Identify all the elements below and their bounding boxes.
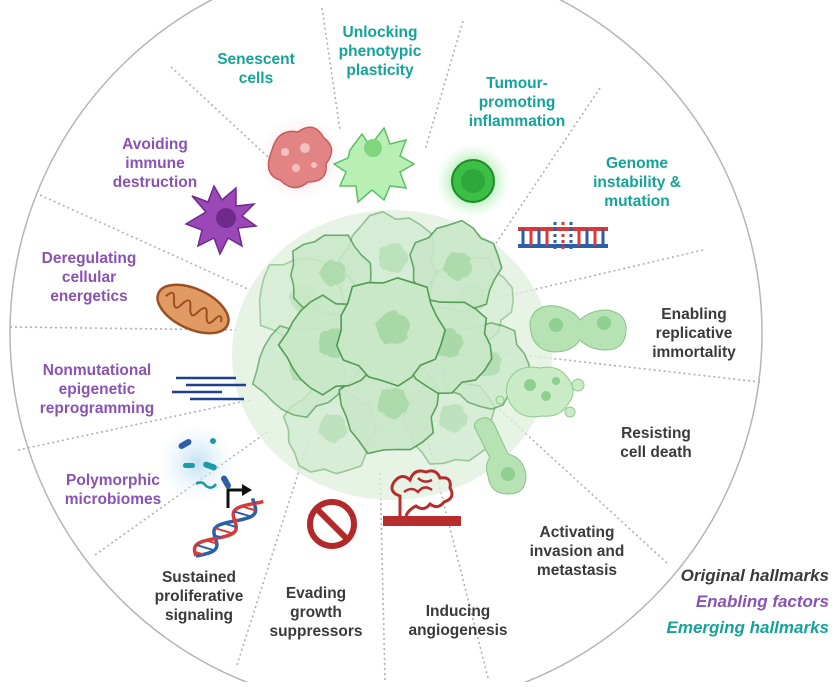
mitochondrion-icon [156,283,230,335]
helix-rung [205,539,218,545]
legend-emerging: Emerging hallmarks [666,618,829,637]
sector-divider [321,7,341,131]
dna-arrow-icon [192,484,264,558]
dna-mutation-icon [518,222,608,252]
dividing-cell-icon [529,305,627,353]
plastic-cell-icon [332,126,416,204]
cell-nucleus [439,403,468,433]
blood-vessel-icon [383,469,461,526]
cell-nucleus [378,243,408,273]
sector-divider [477,87,601,271]
glowing-cell-icon [435,143,511,219]
apoptotic-cell-icon [495,366,585,418]
legend-enabling: Enabling factors [695,592,829,611]
cell-nucleus [443,251,473,281]
cell-nucleus [318,259,346,287]
cell-nucleus [377,387,410,420]
helix-rung [194,550,204,556]
legend-original: Original hallmarks [680,566,829,585]
helix-rung [214,534,222,539]
migrating-cell-icon [473,417,527,495]
bacteria-icon [157,423,237,503]
helix-rung [196,543,215,552]
chromatin-lines-icon [172,376,246,401]
helix-rung [223,522,237,529]
cell-nucleus [375,310,410,345]
senescent-cell-icon [256,114,344,202]
prohibited-icon [307,499,357,549]
sector-divider [379,469,386,681]
helix-rung [253,501,257,505]
sector-divider [39,194,251,291]
helix-rung [233,510,252,518]
helix-rung [233,517,239,522]
sector-divider [94,429,271,556]
helix-rung [241,505,256,512]
helix-rung [214,527,234,535]
dendritic-cell-icon [184,184,259,256]
cell-nucleus [317,413,348,444]
